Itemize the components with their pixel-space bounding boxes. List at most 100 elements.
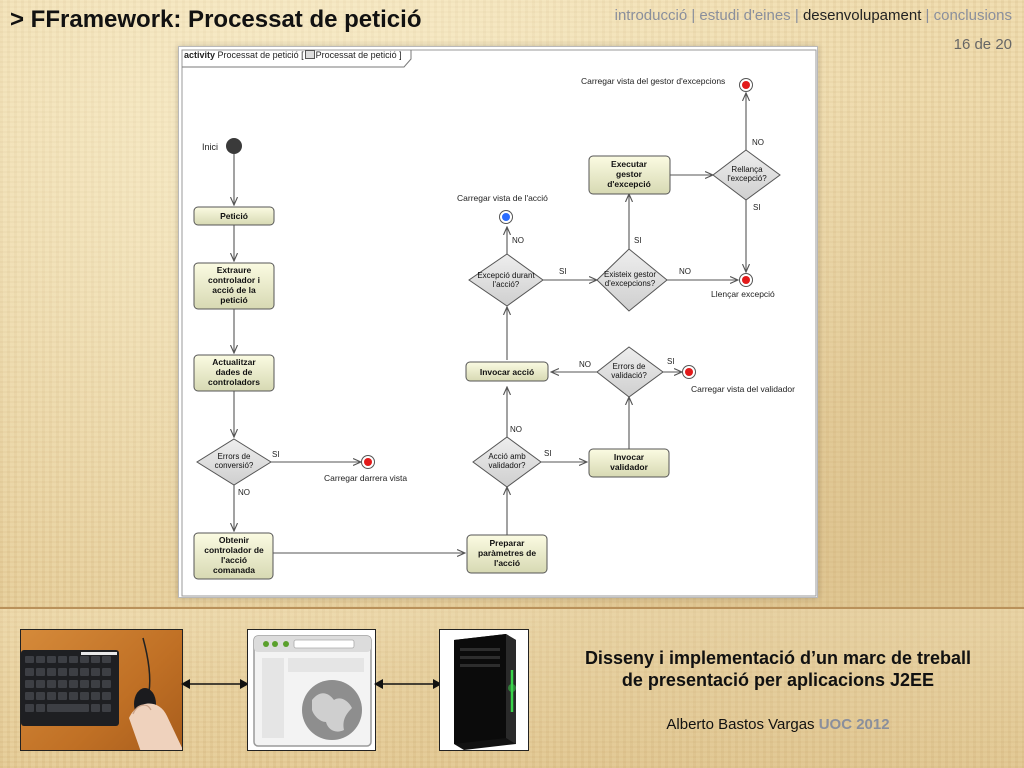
- nav-item-estudi-eines[interactable]: estudi d'eines: [699, 7, 791, 24]
- guard-no: NO: [238, 488, 250, 497]
- nav-separator: |: [691, 7, 696, 24]
- action-obtenir-line2: controlador de: [204, 545, 264, 555]
- nav-item-introduccio[interactable]: introducció: [614, 7, 688, 24]
- decision-excepcio-durant-line2: l'acció?: [493, 280, 520, 289]
- guard-no: NO: [512, 236, 524, 245]
- decision-rellanca-line2: l'excepció?: [727, 174, 767, 183]
- decision-excepcio-durant-line1: Excepció durant: [477, 271, 535, 280]
- action-actualitzar-line1: Actualitzar: [212, 357, 256, 367]
- decision-accio-amb-validador-line2: validador?: [489, 461, 526, 470]
- decision-errors-validacio: Errors de validació?: [596, 346, 664, 398]
- decision-errors-conversio-line1: Errors de: [218, 452, 251, 461]
- section-nav: introducció | estudi d'eines | desenvolu…: [615, 7, 1012, 24]
- action-peticio-label: Petició: [220, 211, 248, 221]
- action-actualitzar-line2: dades de: [216, 367, 253, 377]
- server-thumbnail: [439, 629, 529, 751]
- action-executar-gestor: Executar gestor d'excepció: [588, 155, 671, 195]
- label-llencar-excepcio: Llençar excepció: [711, 289, 775, 299]
- decision-existeix-gestor-line2: d'excepcions?: [605, 279, 656, 288]
- action-invocar-accio: Invocar acció: [465, 361, 549, 382]
- action-extraure-line2: controlador i: [208, 275, 260, 285]
- author-name: Alberto Bastos Vargas: [666, 716, 815, 733]
- page-number: 16 de 20: [953, 36, 1012, 53]
- organization-year: UOC 2012: [818, 716, 890, 733]
- action-preparar-line2: paràmetres de: [478, 548, 536, 558]
- frame-name: Processat de petició: [217, 50, 299, 60]
- final-carregar-vista-validador: [682, 365, 696, 379]
- frame-keyword: activity: [184, 50, 216, 60]
- frame-tab-name: Processat de petició: [315, 50, 397, 60]
- presentation-title: Disseny i implementació d’un marc de tre…: [545, 647, 1011, 691]
- action-actualitzar-line3: controladors: [208, 377, 260, 387]
- action-invocar-validador-line2: validador: [610, 462, 648, 472]
- guard-no: NO: [679, 267, 691, 276]
- guard-no: NO: [510, 425, 522, 434]
- label-carregar-vista-accio: Carregar vista de l'acció: [457, 193, 548, 203]
- activity-diagram-panel: Inici Petició Extraure controlador i acc…: [178, 46, 818, 598]
- presentation-title-line1: Disseny i implementació d’un marc de tre…: [584, 648, 972, 668]
- action-preparar-line3: l'acció: [494, 558, 520, 568]
- guard-si: SI: [544, 449, 552, 458]
- action-preparar: Preparar paràmetres de l'acció: [466, 534, 548, 574]
- action-executar-gestor-line2: gestor: [616, 169, 643, 179]
- browser-thumbnail: [247, 629, 376, 751]
- action-executar-gestor-line3: d'excepció: [607, 179, 651, 189]
- action-preparar-line1: Preparar: [490, 538, 526, 548]
- nav-separator: |: [925, 7, 930, 24]
- guard-si: SI: [753, 203, 761, 212]
- guard-si: SI: [667, 357, 675, 366]
- label-carregar-vista-gestor: Carregar vista del gestor d'excepcions: [581, 76, 725, 86]
- nav-item-conclusions[interactable]: conclusions: [933, 7, 1012, 24]
- activity-diagram-icon: [304, 50, 315, 59]
- final-llencar-excepcio: [739, 273, 753, 287]
- web-browser-icon: [253, 635, 372, 747]
- keyboard-mouse-thumbnail: [20, 629, 183, 751]
- decision-existeix-gestor: Existeix gestor d'excepcions?: [596, 248, 668, 312]
- guard-si: SI: [272, 450, 280, 459]
- label-carregar-darrera-vista: Carregar darrera vista: [324, 473, 407, 483]
- keyboard-icon: [21, 637, 182, 750]
- action-extraure-line1: Extraure: [217, 265, 252, 275]
- decision-rellanca-line1: Rellança: [731, 165, 763, 174]
- initial-label: Inici: [202, 142, 218, 152]
- action-obtenir-line3: l'acció: [221, 555, 247, 565]
- decision-accio-amb-validador: Acció amb validador?: [472, 436, 542, 488]
- guard-no: NO: [752, 138, 764, 147]
- decision-errors-validacio-line2: validació?: [611, 371, 647, 380]
- double-arrow-left: [181, 679, 249, 689]
- presentation-title-line2: de presentació per aplicacions J2EE: [621, 670, 935, 690]
- activity-frame: [181, 49, 817, 597]
- nav-item-desenvolupament[interactable]: desenvolupament: [802, 7, 922, 24]
- decision-accio-amb-validador-line1: Acció amb: [488, 452, 526, 461]
- label-carregar-vista-validador: Carregar vista del validador: [691, 384, 795, 394]
- action-invocar-validador: Invocar validador: [588, 448, 670, 478]
- final-carregar-vista-gestor: [739, 78, 753, 92]
- decision-rellanca: Rellança l'excepció?: [712, 149, 781, 201]
- action-obtenir-line1: Obtenir: [219, 535, 250, 545]
- guard-si: SI: [634, 236, 642, 245]
- decision-existeix-gestor-line1: Existeix gestor: [604, 270, 656, 279]
- double-arrow-right: [374, 679, 442, 689]
- action-extraure-line3: acció de la: [212, 285, 256, 295]
- server-icon: [454, 634, 516, 750]
- decision-errors-conversio-line2: conversió?: [215, 461, 254, 470]
- final-carregar-darrera-vista: [361, 455, 375, 469]
- frame-label: activity Processat de petició [Processat…: [184, 50, 402, 60]
- action-peticio: Petició: [193, 206, 275, 226]
- action-actualitzar: Actualitzar dades de controladors: [193, 354, 275, 392]
- decision-errors-conversio: Errors de conversió?: [196, 438, 272, 486]
- activity-diagram: Inici Petició Extraure controlador i acc…: [181, 49, 817, 597]
- guard-no: NO: [579, 360, 591, 369]
- frame-tab: [182, 50, 412, 68]
- action-extraure-line4: petició: [220, 295, 247, 305]
- decision-excepcio-durant: Excepció durant l'acció?: [468, 253, 544, 307]
- final-carregar-vista-accio: [499, 210, 513, 224]
- nav-separator: |: [794, 7, 799, 24]
- author-line: Alberto Bastos Vargas UOC 2012: [545, 716, 1011, 733]
- action-invocar-validador-line1: Invocar: [614, 452, 645, 462]
- action-extraure: Extraure controlador i acció de la petic…: [193, 262, 275, 310]
- action-obtenir-line4: comanada: [213, 565, 255, 575]
- action-executar-gestor-line1: Executar: [611, 159, 648, 169]
- action-invocar-accio-label: Invocar acció: [480, 367, 534, 377]
- slide-title: > FFramework: Processat de petició: [10, 6, 422, 33]
